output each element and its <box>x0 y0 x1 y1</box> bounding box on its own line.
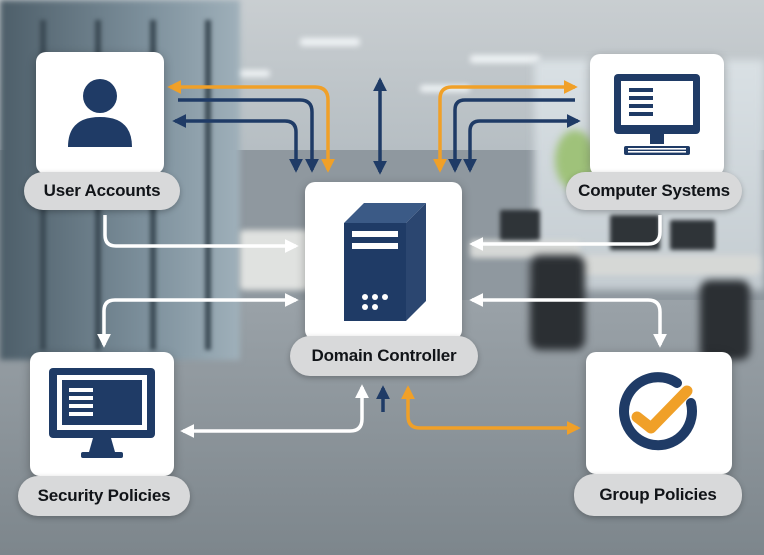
group-policies-label: Group Policies <box>574 474 742 516</box>
user-icon <box>68 79 132 147</box>
security-policies-label: Security Policies <box>18 476 190 516</box>
arrow-dc-to-group-white <box>469 293 667 348</box>
arrow-dc-to-security-white <box>97 293 299 348</box>
group-policies-card[interactable] <box>586 352 732 474</box>
desktop-computer-icon <box>614 74 700 155</box>
check-circle-icon <box>619 372 697 451</box>
domain-controller-label: Domain Controller <box>290 336 478 376</box>
monitor-icon <box>49 368 155 458</box>
user-accounts-label: User Accounts <box>24 172 180 210</box>
computer-systems-card[interactable] <box>590 54 724 176</box>
computer-systems-label: Computer Systems <box>566 172 742 210</box>
arrow-computer-to-dc-navy-1 <box>448 98 575 173</box>
server-tower-icon <box>343 203 426 321</box>
arrow-computer-to-dc-orange <box>433 80 578 173</box>
arrow-user-to-dc-white <box>103 215 299 253</box>
arrow-computer-to-dc-white <box>469 215 662 251</box>
arrow-security-to-dc-white <box>180 384 369 438</box>
arrow-user-to-dc-navy-1 <box>178 98 319 173</box>
arrow-user-to-dc-orange <box>167 80 335 173</box>
user-accounts-card[interactable] <box>36 52 164 174</box>
security-policies-card[interactable] <box>30 352 174 476</box>
arrow-dc-to-group-orange <box>401 385 581 435</box>
arrow-computer-to-dc-navy-2 <box>463 114 581 173</box>
arrow-user-to-dc-navy-2 <box>172 114 303 173</box>
domain-controller-card[interactable] <box>305 182 462 340</box>
